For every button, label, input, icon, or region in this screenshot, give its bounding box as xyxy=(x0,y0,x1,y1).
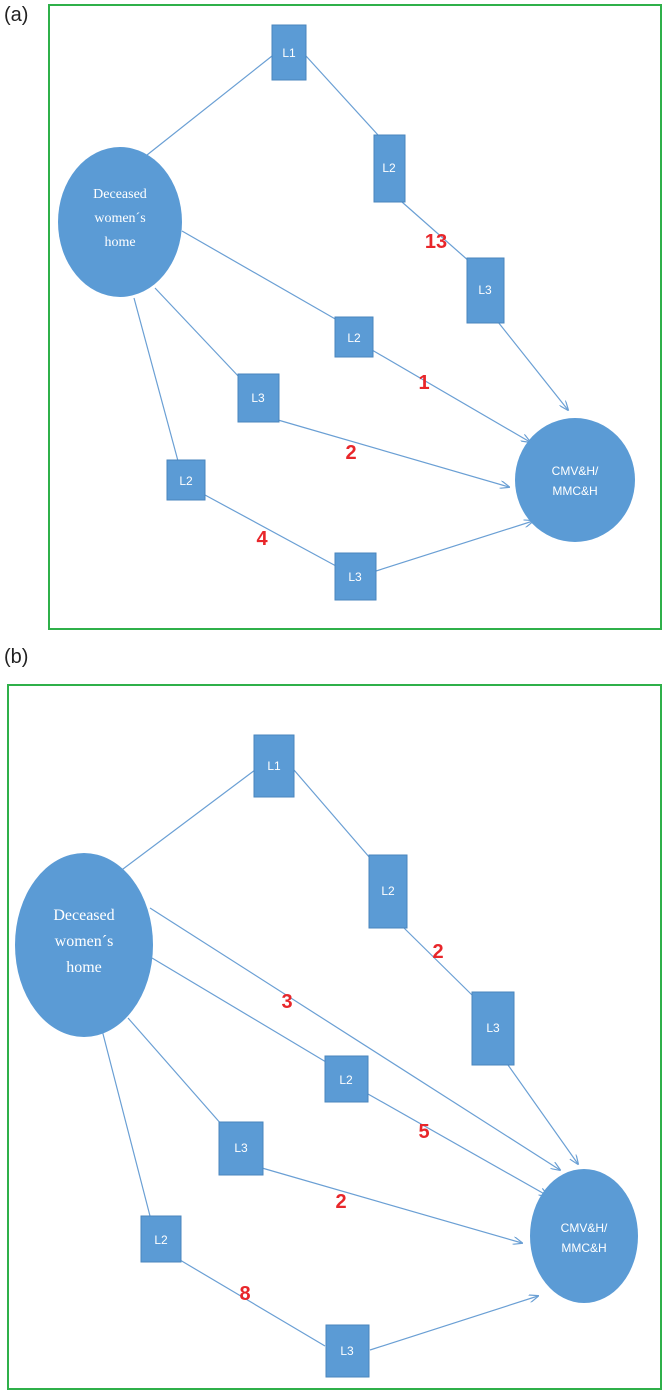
edge-a-l2-l3 xyxy=(401,201,471,263)
edge-a-source-l1 xyxy=(146,55,273,156)
panel-a-box-l2-low-label: L2 xyxy=(179,474,193,488)
panel-b-count-direct: 3 xyxy=(281,991,292,1013)
panel-b-frame xyxy=(7,684,662,1390)
edge-b-l3c-target xyxy=(369,1296,538,1351)
panel-b-target-line1: CMV&H/ xyxy=(561,1221,608,1235)
panel-a-source-line1: Deceased xyxy=(93,187,147,202)
edge-b-l3b-target xyxy=(261,1167,522,1243)
panel-a-box-l2-low: L2 xyxy=(166,459,206,501)
panel-b-label: (b) xyxy=(4,646,29,668)
panel-b-count-l2: 5 xyxy=(418,1121,429,1143)
edge-b-source-l2b xyxy=(151,957,327,1063)
edge-a-l3b-target xyxy=(277,419,509,487)
panel-a-target-node xyxy=(515,418,635,542)
panel-b-box-l3-low: L3 xyxy=(325,1324,370,1378)
panel-a-box-l2-top: L2 xyxy=(373,134,406,203)
panel-a-label: (a) xyxy=(4,4,29,26)
edge-b-l2c-l3c xyxy=(179,1259,326,1347)
panel-b-target-node xyxy=(530,1169,638,1303)
panel-a-source-line2: women´s xyxy=(94,211,145,226)
panel-b-source-line2: women´s xyxy=(55,933,114,950)
panel-b-box-l3-mid: L3 xyxy=(218,1121,264,1176)
panel-b-box-l3-mid-label: L3 xyxy=(234,1141,248,1155)
panel-b-source-line3: home xyxy=(66,959,102,976)
edge-a-l1-l2 xyxy=(305,55,379,136)
panel-b-box-l2-low: L2 xyxy=(140,1215,182,1263)
panel-a-target-line2: MMC&H xyxy=(552,484,597,498)
panel-b-box-l3-top-label: L3 xyxy=(486,1021,500,1035)
panel-a-frame xyxy=(48,4,662,630)
panel-b-box-l3-low-label: L3 xyxy=(340,1344,354,1358)
edge-a-l2b-target xyxy=(371,349,530,442)
edge-b-l3-target xyxy=(507,1064,578,1164)
panel-a-target-line1: CMV&H/ xyxy=(552,464,599,478)
panel-b-box-l2-top: L2 xyxy=(368,854,408,929)
edge-b-source-l3b xyxy=(127,1017,223,1126)
edge-b-l1-l2 xyxy=(293,769,371,859)
panel-b-count-l2l3: 8 xyxy=(239,1283,250,1305)
panel-a-box-l3-mid: L3 xyxy=(237,373,280,423)
panel-b-box-l3-top: L3 xyxy=(471,991,515,1066)
panel-a-box-l3-mid-label: L3 xyxy=(251,391,265,405)
edge-a-l3-target xyxy=(497,321,568,410)
panel-b-box-l1-label: L1 xyxy=(267,759,281,773)
panel-a-count-l2l3: 4 xyxy=(256,528,268,550)
panel-a-box-l1: L1 xyxy=(271,24,307,81)
panel-a-count-l3: 2 xyxy=(345,442,356,464)
panel-b-box-l2-low-label: L2 xyxy=(154,1233,168,1247)
panel-b-count-top: 2 xyxy=(432,941,443,963)
edge-a-l2c-l3c xyxy=(204,494,337,567)
panel-b-box-l2-mid-label: L2 xyxy=(339,1073,353,1087)
edge-b-source-l1 xyxy=(114,769,256,876)
edge-b-l2-l3 xyxy=(403,927,473,996)
edge-b-source-l2c xyxy=(101,1029,151,1217)
edge-a-source-l2c xyxy=(133,297,179,462)
edge-a-l3c-target xyxy=(375,521,533,572)
panel-a-box-l2-mid: L2 xyxy=(334,316,374,358)
panel-b-source-node xyxy=(15,853,153,1037)
edge-b-l2b-target xyxy=(367,1093,548,1196)
panel-a-box-l2-mid-label: L2 xyxy=(347,331,361,345)
panel-a-box-l1-label: L1 xyxy=(282,46,296,60)
panel-a-count-l2: 1 xyxy=(418,372,429,394)
panel-a-box-l2-top-label: L2 xyxy=(382,161,396,175)
panel-a-source-node xyxy=(58,147,182,297)
panel-a-box-l3-low: L3 xyxy=(334,552,377,601)
panel-b-source-line1: Deceased xyxy=(53,907,114,924)
panel-b-box-l1: L1 xyxy=(253,734,295,798)
edge-a-source-l2b xyxy=(181,230,338,321)
panel-a-box-l3-low-label: L3 xyxy=(348,570,362,584)
panel-b-box-l2-top-label: L2 xyxy=(381,884,395,898)
panel-b-box-l2-mid: L2 xyxy=(324,1055,369,1103)
panel-a-edges xyxy=(133,55,568,572)
panel-a-count-top: 13 xyxy=(425,231,447,253)
panel-a-box-l3-top-label: L3 xyxy=(478,283,492,297)
panel-a-box-l3-top: L3 xyxy=(466,257,505,324)
panel-b-count-l3: 2 xyxy=(335,1191,346,1213)
edge-b-source-target-direct xyxy=(149,907,560,1170)
panel-b-edges xyxy=(101,769,578,1351)
edge-a-source-l3b xyxy=(154,287,241,379)
panel-a-source-line3: home xyxy=(104,235,135,250)
panel-b-target-line2: MMC&H xyxy=(561,1241,606,1255)
